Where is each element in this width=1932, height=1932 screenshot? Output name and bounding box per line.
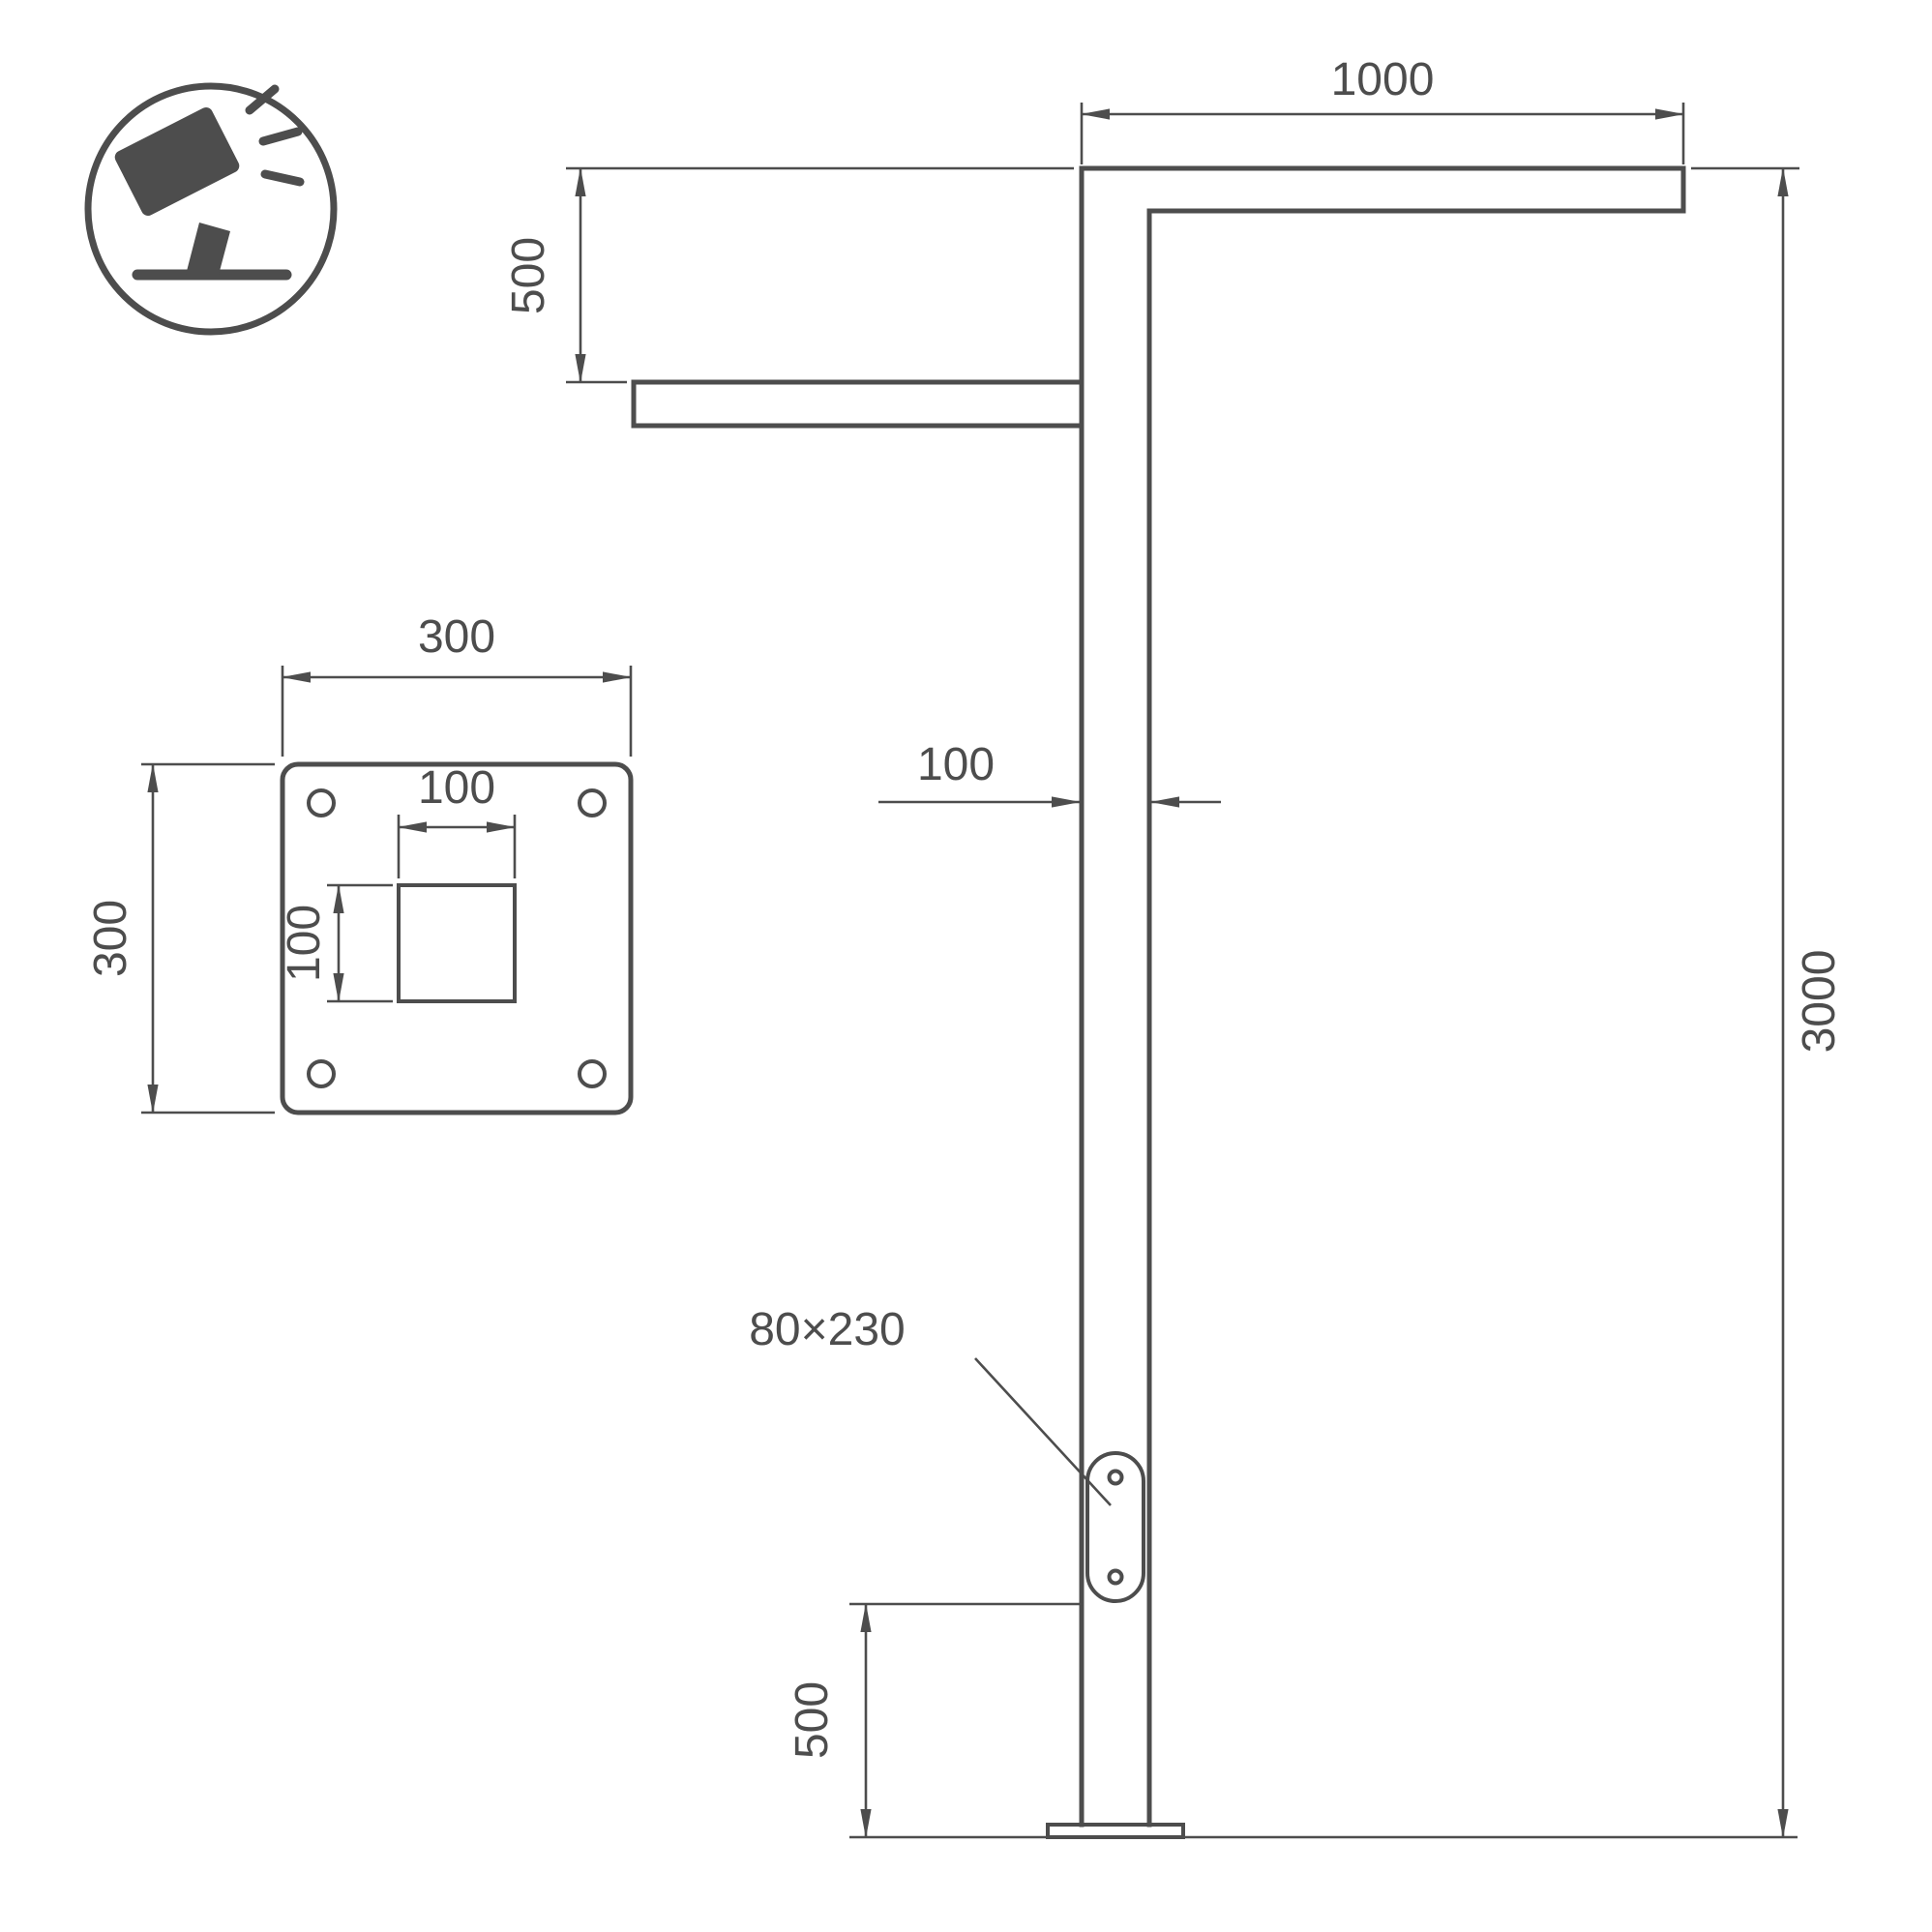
leader-line xyxy=(974,1357,1112,1506)
light-ray-2 xyxy=(258,127,303,146)
light-ray-1 xyxy=(245,84,280,115)
hatch-elevation-label: 500 xyxy=(787,1681,838,1759)
pole-width-label: 100 xyxy=(917,739,995,790)
tilted-floodlight-icon xyxy=(114,84,305,281)
bolt-hole-bottom-right xyxy=(578,1059,607,1088)
bolt-hole-bottom-left xyxy=(307,1059,336,1088)
bolt-hole-top-left xyxy=(307,788,336,817)
floodlight-head xyxy=(114,107,240,216)
hatch-screw-top xyxy=(1107,1469,1124,1486)
base-plate-view: 300 300 100 100 xyxy=(85,611,634,1115)
dim-pole-width: 100 xyxy=(878,739,1221,808)
floodlight-stand xyxy=(186,223,230,275)
badge-circle xyxy=(84,82,338,336)
dim-plate-height: 300 xyxy=(85,762,275,1115)
pole-elevation-view: 1000 500 100 3000 80×230 xyxy=(503,54,1845,1839)
hole-width-label: 100 xyxy=(418,762,495,814)
plate-width-label: 300 xyxy=(418,611,495,663)
bolt-hole-top-right xyxy=(578,788,607,817)
pole-height-label: 3000 xyxy=(1794,950,1845,1054)
hatch-screw-bottom xyxy=(1107,1568,1124,1586)
dim-pole-height: 3000 xyxy=(1691,166,1845,1838)
dim-hole-width: 100 xyxy=(397,762,517,878)
dim-hatch-size: 80×230 xyxy=(749,1304,1112,1506)
hole-height-label: 100 xyxy=(279,905,330,982)
dim-arm-drop: 500 xyxy=(503,166,1074,384)
dim-plate-width: 300 xyxy=(281,611,633,757)
plate-height-label: 300 xyxy=(85,900,136,977)
floodlight-badge xyxy=(84,82,338,336)
base-plate-outline xyxy=(280,761,634,1115)
hatch-outline xyxy=(1085,1451,1145,1603)
dim-arm-length: 1000 xyxy=(1080,54,1685,164)
base-flange xyxy=(1046,1823,1185,1839)
arm-drop-label: 500 xyxy=(503,237,554,314)
center-square-hole xyxy=(397,883,517,1003)
hatch-size-label: 80×230 xyxy=(749,1304,906,1355)
arm-length-label: 1000 xyxy=(1331,54,1435,105)
dim-hole-height: 100 xyxy=(279,883,393,1003)
dim-hatch-elevation: 500 xyxy=(787,1602,1084,1838)
access-hatch xyxy=(1085,1451,1145,1603)
light-ray-3 xyxy=(260,169,305,187)
